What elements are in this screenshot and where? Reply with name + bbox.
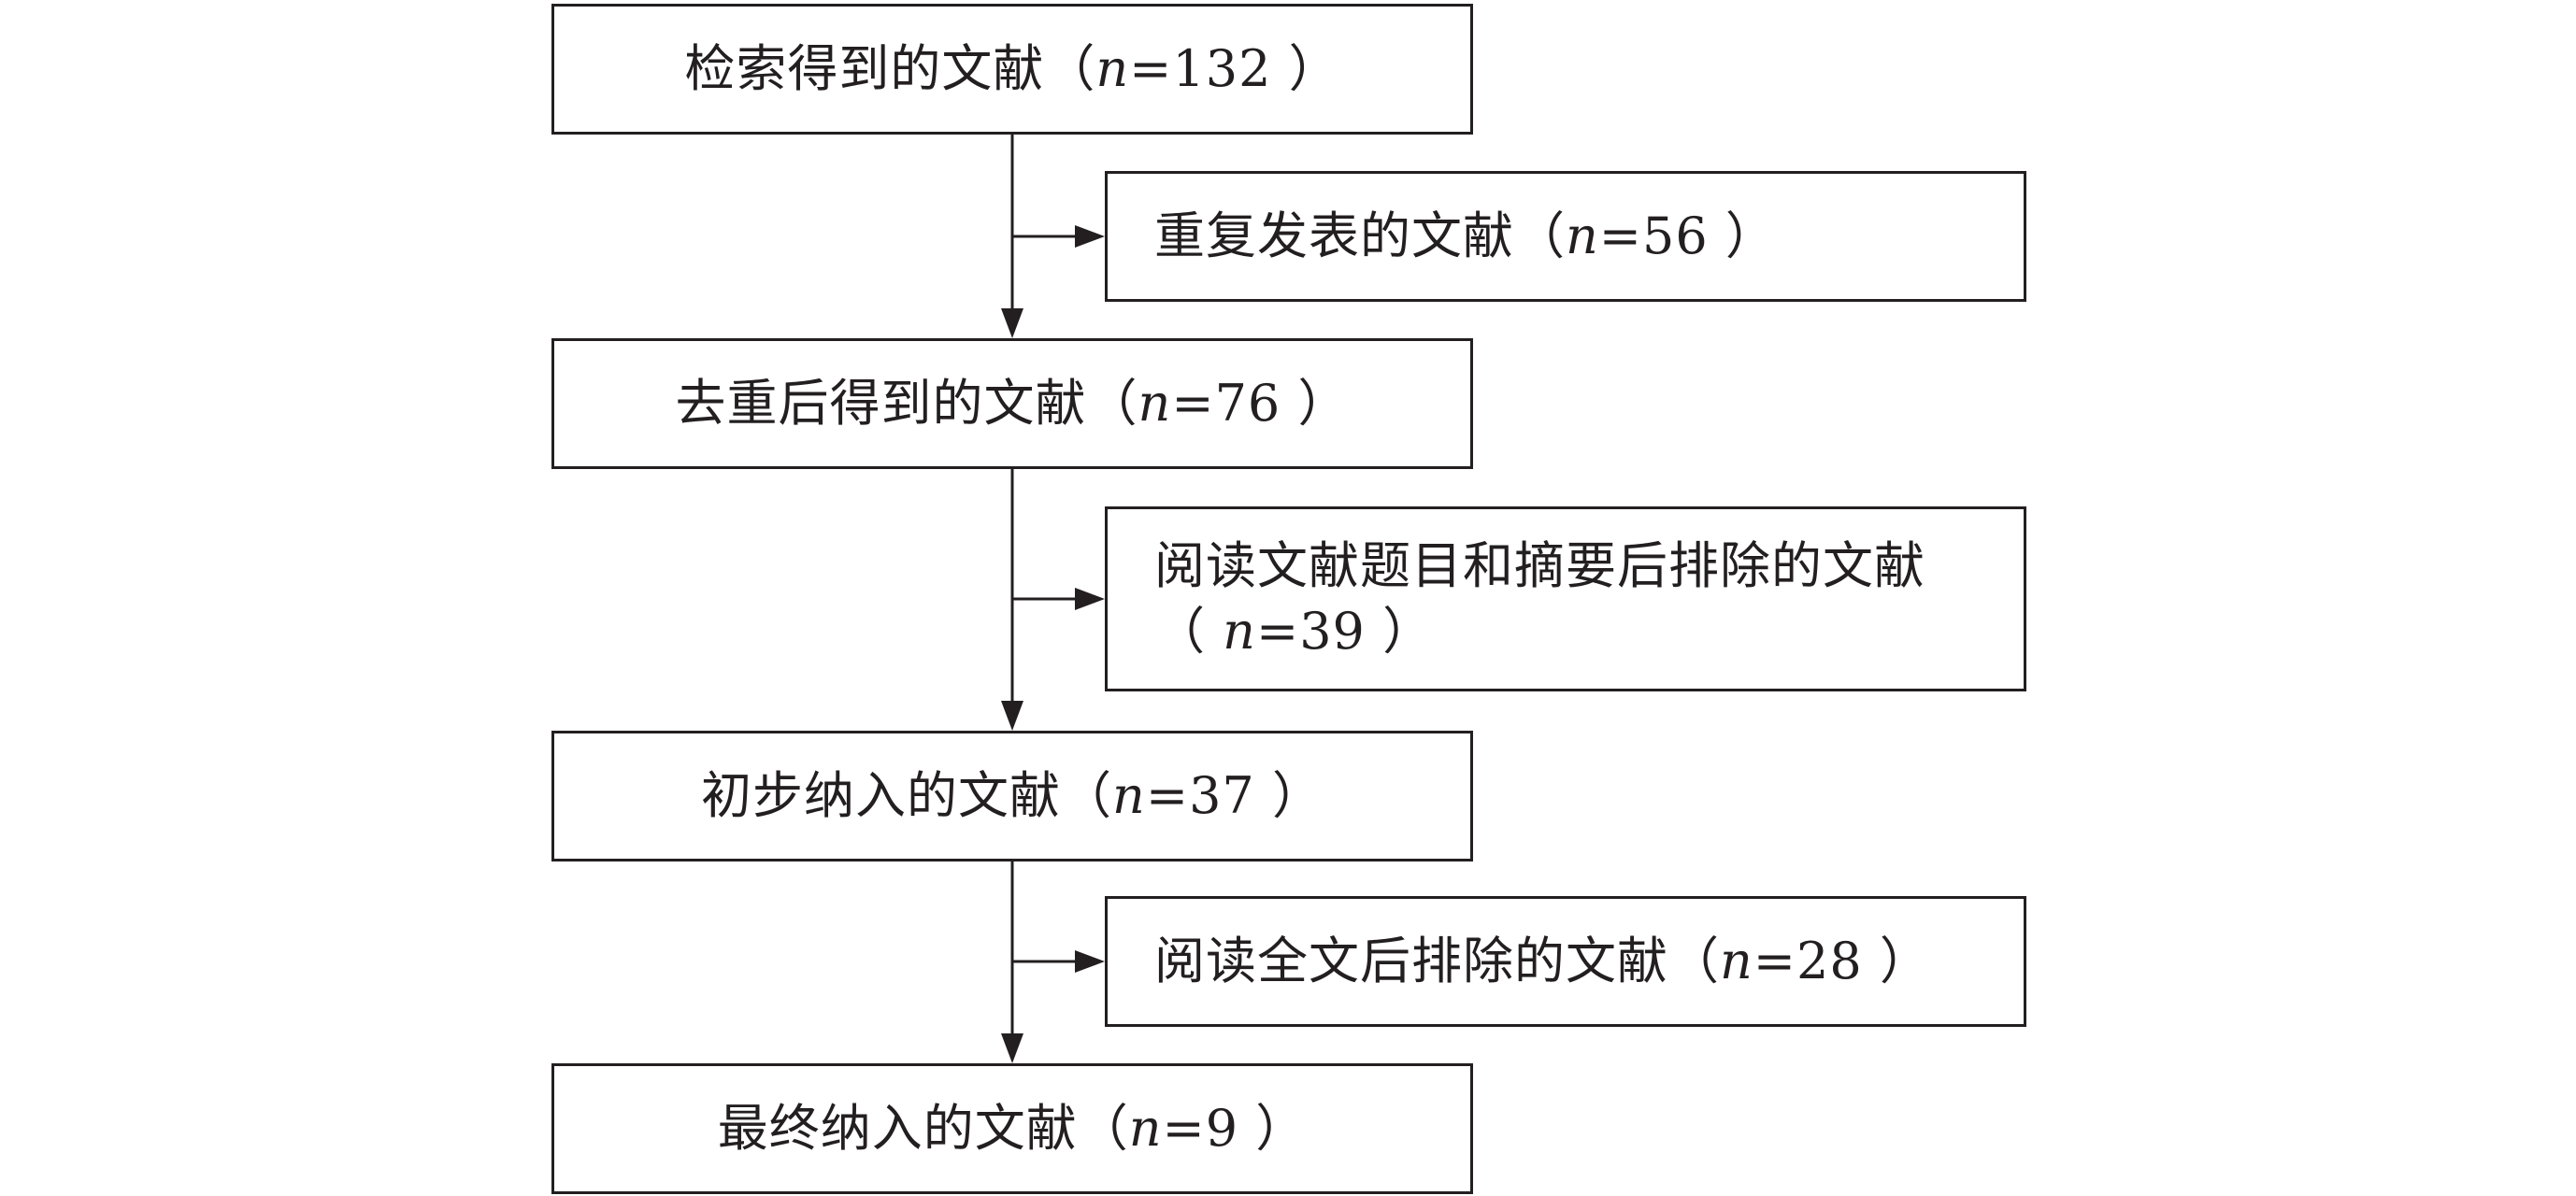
main-box-deduplicated: 去重后得到的文献（n=76 ）: [551, 338, 1473, 469]
main-box-preliminary-text: 初步纳入的文献（n=37 ）: [701, 765, 1324, 825]
exclusion-box-full-text-text: 阅读全文后排除的文献（n=28 ）: [1154, 931, 1931, 990]
main-box-retrieved: 检索得到的文献（n=132 ）: [551, 4, 1473, 135]
vertical-arrow-3: [1001, 860, 1023, 1063]
exclusion-box-duplicates: 重复发表的文献（n=56 ）: [1105, 171, 2026, 302]
exclusion-box-full-text: 阅读全文后排除的文献（n=28 ）: [1105, 896, 2026, 1027]
vertical-arrow-2: [1001, 469, 1023, 731]
exclusion-box-duplicates-text: 重复发表的文献（n=56 ）: [1154, 206, 1777, 265]
main-box-final: 最终纳入的文献（n=9 ）: [551, 1063, 1473, 1194]
vertical-arrow-1: [1001, 135, 1023, 338]
main-box-final-text: 最终纳入的文献（n=9 ）: [717, 1098, 1308, 1158]
exclusion-box-title-abstract: 阅读文献题目和摘要后排除的文献 （ n=39 ）: [1105, 506, 2026, 691]
exclusion-box-title-abstract-text: 阅读文献题目和摘要后排除的文献 （ n=39 ）: [1154, 534, 1925, 664]
horizontal-arrow-1: [1012, 225, 1105, 248]
exclusion-box-title-abstract-count: （ n=39 ）: [1154, 602, 1435, 661]
main-box-preliminary: 初步纳入的文献（n=37 ）: [551, 731, 1473, 861]
main-box-retrieved-text: 检索得到的文献（n=132 ）: [684, 38, 1340, 98]
horizontal-arrow-2: [1012, 588, 1105, 610]
main-box-deduplicated-text: 去重后得到的文献（n=76 ）: [675, 373, 1350, 433]
horizontal-arrow-3: [1012, 950, 1105, 973]
